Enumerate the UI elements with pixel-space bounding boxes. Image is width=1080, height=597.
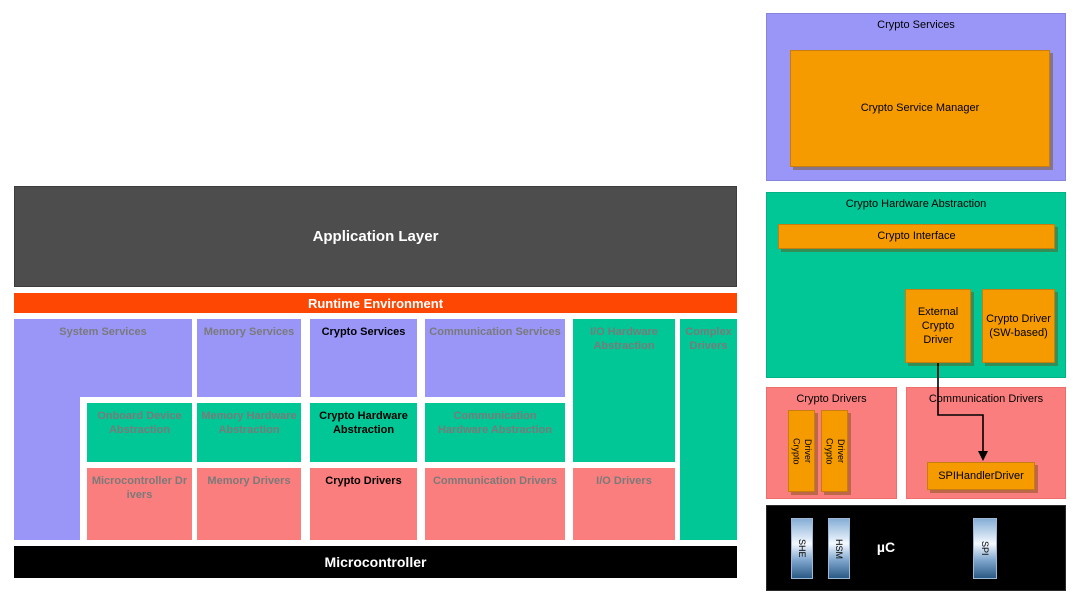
sw-crypto-driver-box: Crypto Driver (SW-based): [982, 289, 1055, 363]
crypto-services-label: Crypto Services: [321, 326, 406, 338]
complex-drivers-label: Complex Drivers: [685, 326, 732, 353]
memory-drivers-label: Memory Drivers: [207, 475, 291, 487]
memory-services-box: Memory Services: [197, 319, 301, 397]
crypto-driver-chip-2: Crypto Driver: [821, 410, 848, 492]
communication-hardware-abstraction-label: Communication Hardware Abstraction: [438, 410, 552, 437]
memory-hardware-abstraction-box: Memory Hardware Abstraction: [197, 403, 301, 462]
communication-hardware-abstraction-box: Communication Hardware Abstraction: [425, 403, 565, 462]
communication-services-label: Communication Services: [429, 326, 561, 338]
crypto-driver-chip-1: Crypto Driver: [788, 410, 815, 492]
uc-label: µC: [876, 539, 896, 555]
microcontroller-drivers-label: Microcontroller Drivers: [91, 475, 188, 502]
memory-hardware-abstraction-label: Memory Hardware Abstraction: [201, 410, 297, 437]
onboard-device-abstraction-label: Onboard Device Abstraction: [97, 410, 182, 437]
memory-drivers-box: Memory Drivers: [197, 468, 301, 540]
memory-services-label: Memory Services: [203, 326, 295, 338]
microcontroller-bar: Microcontroller: [14, 546, 737, 578]
crypto-drivers-label: Crypto Drivers: [325, 475, 402, 487]
spi-handler-driver-box: SPIHandlerDriver: [927, 462, 1035, 490]
crypto-driver-chip-1-label: Crypto Driver: [791, 437, 814, 465]
communication-services-box: Communication Services: [425, 319, 565, 397]
hsm-chip: HSM: [828, 518, 850, 579]
communication-drivers-box: Communication Drivers: [425, 468, 565, 540]
onboard-device-abstraction-box: Onboard Device Abstraction: [87, 403, 192, 462]
io-drivers-box: I/O Drivers: [573, 468, 675, 540]
crypto-driver-chip-2-label: Crypto Driver: [824, 437, 847, 465]
crypto-drivers-box: Crypto Drivers: [310, 468, 417, 540]
crypto-service-manager-box: Crypto Service Manager: [790, 50, 1050, 167]
runtime-environment-bar: Runtime Environment: [14, 293, 737, 313]
crypto-hardware-abstraction-panel-title: Crypto Hardware Abstraction: [845, 198, 987, 210]
microcontroller-drivers-box: Microcontroller Drivers: [87, 468, 192, 540]
application-layer-box: Application Layer: [14, 186, 737, 287]
system-services-box: System Services: [14, 319, 192, 397]
crypto-hardware-abstraction-label: Crypto Hardware Abstraction: [319, 410, 408, 437]
she-chip: SHE: [791, 518, 813, 579]
crypto-hardware-abstraction-box: Crypto Hardware Abstraction: [310, 403, 417, 462]
system-services-label: System Services: [59, 326, 147, 338]
spi-chip: SPI: [973, 518, 997, 579]
crypto-drivers-panel-title: Crypto Drivers: [796, 393, 867, 405]
communication-drivers-label: Communication Drivers: [432, 475, 558, 487]
communication-drivers-panel-title: Communication Drivers: [928, 393, 1044, 405]
io-drivers-label: I/O Drivers: [596, 475, 652, 487]
crypto-services-box: Crypto Services: [310, 319, 417, 397]
microcontroller-chip-bar: [766, 505, 1066, 591]
external-crypto-driver-box: External Crypto Driver: [905, 289, 971, 363]
crypto-interface-box: Crypto Interface: [778, 224, 1055, 249]
complex-drivers-box: Complex Drivers: [680, 319, 737, 540]
io-hardware-abstraction-label: I/O Hardware Abstraction: [590, 326, 658, 353]
io-hardware-abstraction-box: I/O Hardware Abstraction: [573, 319, 675, 462]
crypto-services-panel-title: Crypto Services: [877, 19, 955, 31]
